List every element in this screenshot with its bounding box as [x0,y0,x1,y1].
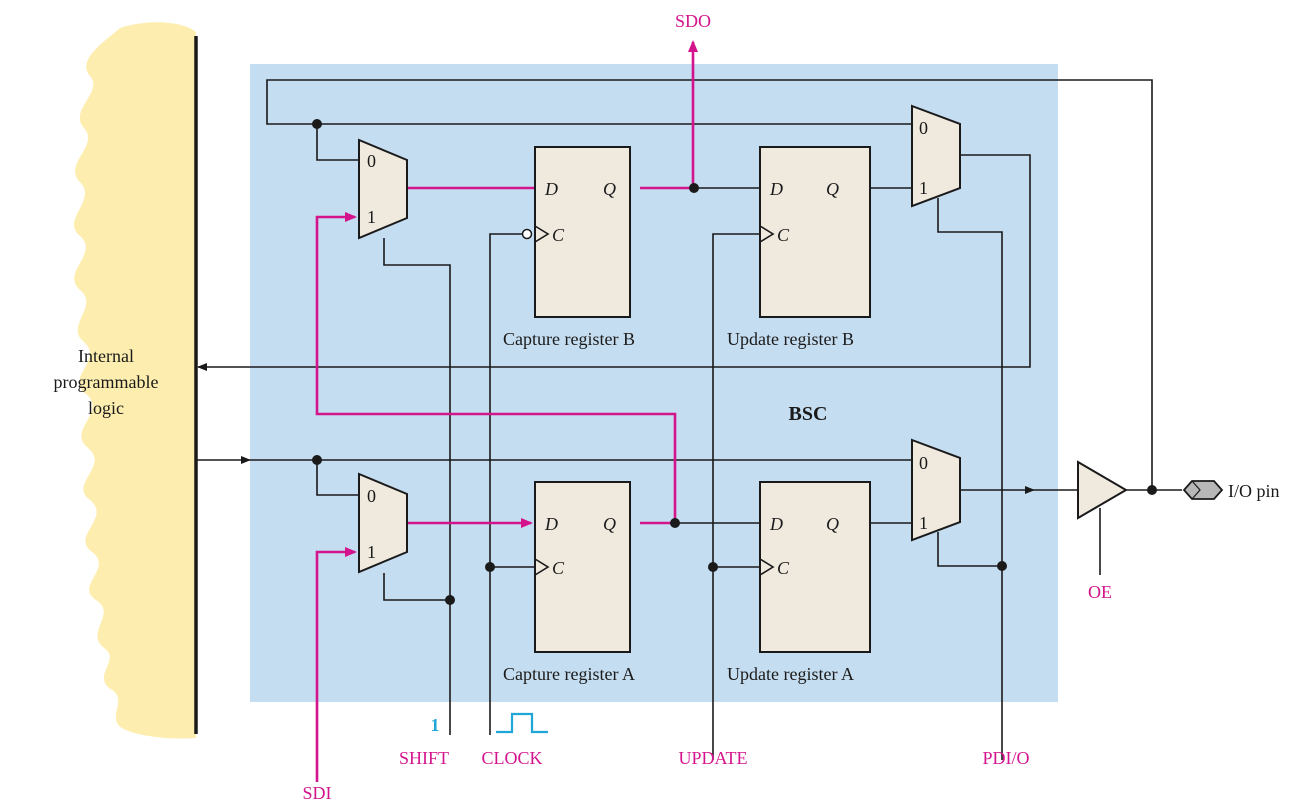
junctions [312,119,1157,605]
mux-output-b-in0: 0 [919,118,928,138]
mux-output-a: 0 1 [911,438,961,542]
logic-label-line2: programmable [54,372,159,392]
io-pad-icon-detail [1191,480,1201,500]
logic-label-line1: Internal [78,346,134,366]
logic-label-line3: logic [88,398,124,418]
io-pin-label: I/O pin [1228,481,1280,501]
capture-a-q-pin: Q [603,514,616,534]
capture-register-b: D Q C Capture register B [503,146,635,349]
mux-shift-b-in1: 1 [367,207,376,227]
pdio-label: PDI/O [982,748,1029,768]
mux-shift-b-in0: 0 [367,151,376,171]
io-pad-icon [1182,480,1224,500]
update-b-label: Update register B [727,329,854,349]
tristate-buffer-icon [1077,460,1128,520]
pulse-icon [496,712,548,734]
capture-b-q-pin: Q [603,179,616,199]
update-register-a: D Q C Update register A [727,481,871,684]
logic-cloud [74,22,196,739]
update-a-c-pin: C [777,558,790,578]
scan-path [315,40,698,782]
capture-b-c-pin: C [552,225,565,245]
mux-shift-a-in0: 0 [367,486,376,506]
capture-a-d-pin: D [544,514,558,534]
mux-shift-a-in1: 1 [367,542,376,562]
capture-a-c-pin: C [552,558,565,578]
capture-a-label: Capture register A [503,664,635,684]
sdi-label: SDI [302,783,331,801]
sdo-label: SDO [675,11,711,31]
update-a-d-pin: D [769,514,783,534]
shift-label: SHIFT [399,748,449,768]
update-b-d-pin: D [769,179,783,199]
update-signal-label: UPDATE [678,748,747,768]
update-register-b: D Q C Update register B [727,146,871,349]
update-a-q-pin: Q [826,514,839,534]
clock-label: CLOCK [481,748,542,768]
oe-label: OE [1088,582,1112,602]
capture-register-a: D Q C Capture register A [503,481,635,684]
update-b-q-pin: Q [826,179,839,199]
mux-output-b-in1: 1 [919,178,928,198]
mux-shift-b: 0 1 [358,138,408,240]
bsc-label: BSC [789,403,828,425]
mux-output-b: 0 1 [911,104,961,208]
mux-output-a-in1: 1 [919,513,928,533]
mux-output-a-in0: 0 [919,453,928,473]
mux-shift-a: 0 1 [358,472,408,574]
capture-b-d-pin: D [544,179,558,199]
capture-b-label: Capture register B [503,329,635,349]
shift-value: 1 [431,715,440,735]
update-b-c-pin: C [777,225,790,245]
update-a-label: Update register A [727,664,854,684]
inverted-clock-bubble [521,228,533,240]
